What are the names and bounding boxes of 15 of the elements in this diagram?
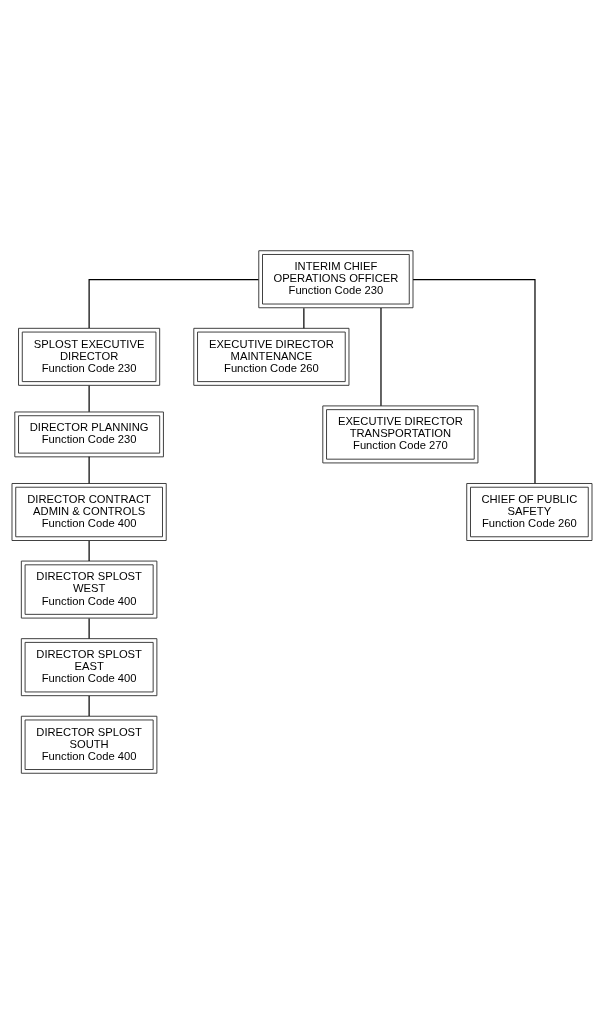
connector (88, 455, 90, 484)
connector (88, 694, 90, 717)
connector (303, 307, 305, 329)
connector (88, 278, 260, 329)
node-box: CHIEF OF PUBLIC SAFETY Function Code 260 (466, 482, 593, 541)
node-box: DIRECTOR CONTRACT ADMIN & CONTROLS Function Code 400 (11, 482, 167, 541)
node-box: EXECUTIVE DIRECTOR MAINTENANCE Function Code 260 (193, 327, 350, 386)
connector (88, 617, 90, 639)
node-box: DIRECTOR SPLOST EAST Function Code 400 (20, 637, 158, 696)
connector (412, 278, 536, 484)
node-box: INTERIM CHIEF OPERATIONS OFFICER Function Code 230 (258, 249, 414, 308)
connector (88, 539, 90, 562)
connector (88, 384, 90, 412)
connector (380, 306, 382, 406)
node-box: DIRECTOR SPLOST SOUTH Function Code 400 (20, 715, 158, 774)
